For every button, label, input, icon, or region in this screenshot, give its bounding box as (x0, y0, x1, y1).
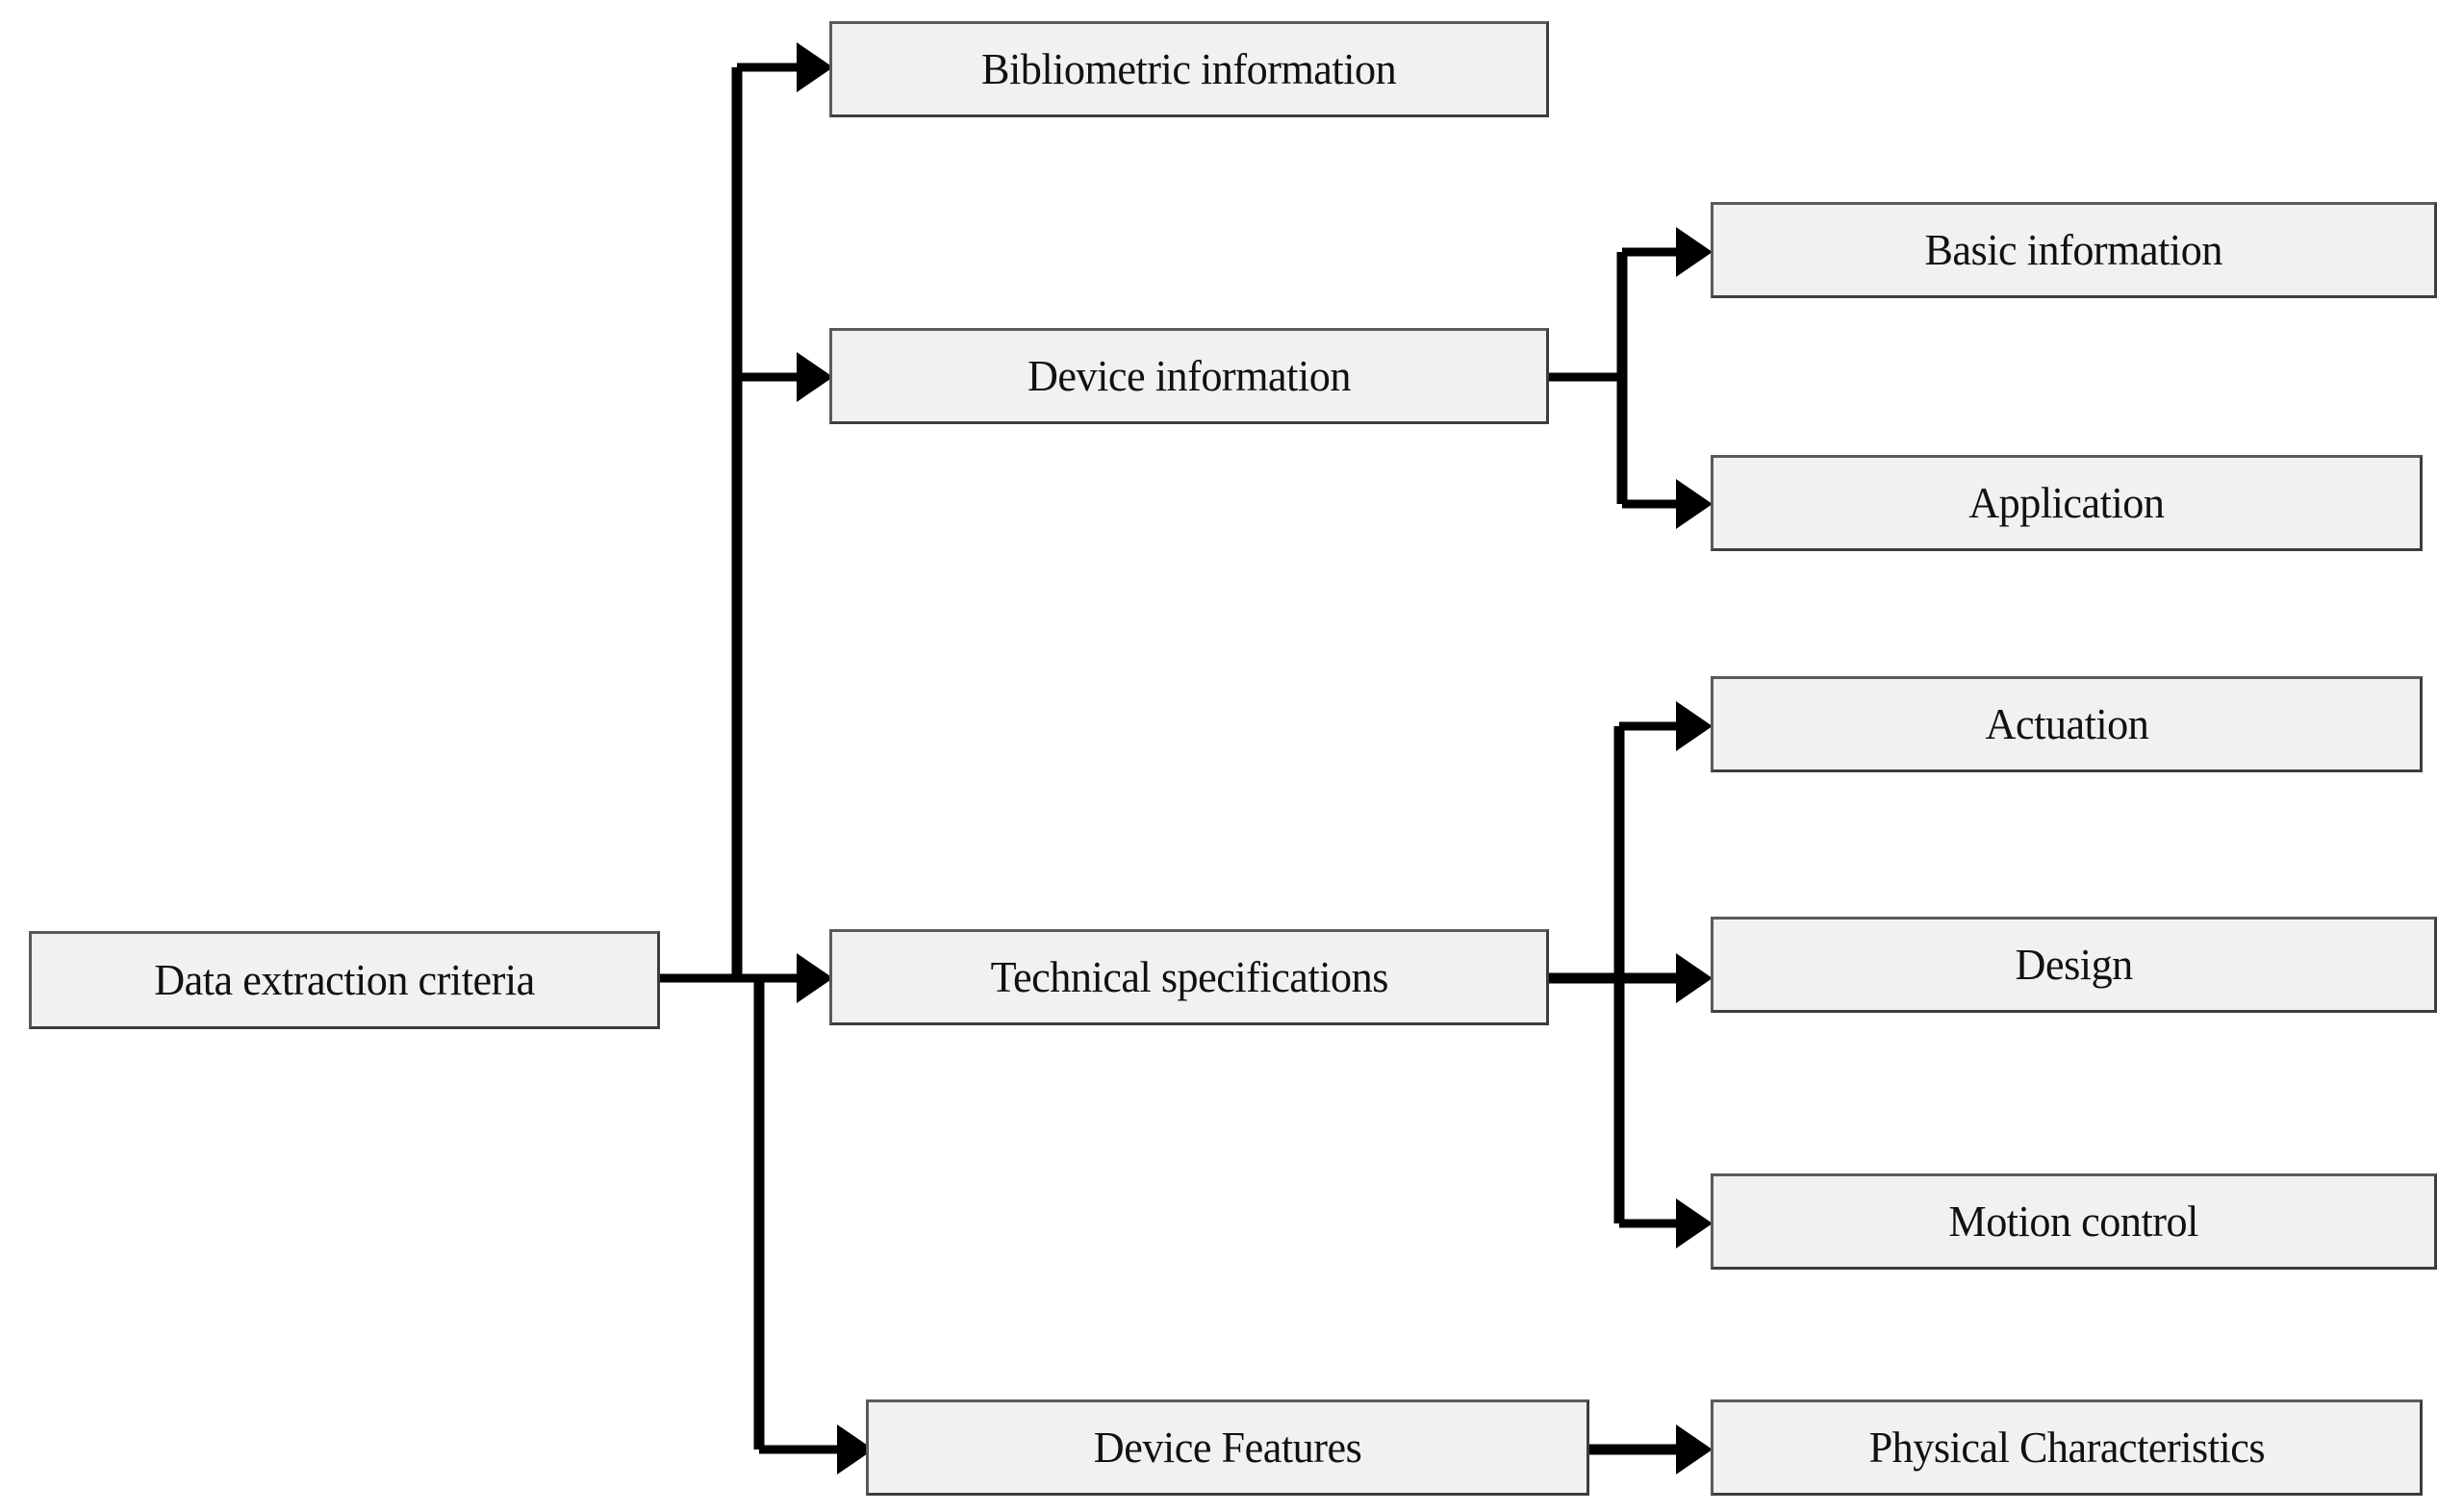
node-actuation[interactable]: Actuation (1711, 676, 2423, 772)
node-data-extraction-criteria[interactable]: Data extraction criteria (29, 931, 660, 1029)
node-physical-characteristics[interactable]: Physical Characteristics (1711, 1399, 2423, 1496)
node-label-design: Design (2015, 939, 2133, 989)
node-label-device-features: Device Features (1093, 1422, 1362, 1472)
node-design[interactable]: Design (1711, 917, 2437, 1013)
node-label-application: Application (1968, 477, 2165, 527)
node-label-motion-control: Motion control (1948, 1196, 2199, 1246)
arrowhead-motion-control (1676, 1198, 1713, 1248)
node-label-basic-information: Basic information (1924, 224, 2223, 274)
node-label-device-information: Device information (1028, 350, 1351, 400)
node-basic-information[interactable]: Basic information (1711, 202, 2437, 298)
node-label-bibliometric-information: Bibliometric information (981, 43, 1397, 93)
node-device-information[interactable]: Device information (829, 328, 1549, 424)
arrowhead-application (1676, 479, 1713, 529)
arrowhead-actuation (1676, 701, 1713, 751)
arrowhead-basic-information (1676, 227, 1713, 277)
node-label-physical-characteristics: Physical Characteristics (1868, 1422, 2265, 1472)
node-label-actuation: Actuation (1985, 698, 2148, 748)
node-label-data-extraction-criteria: Data extraction criteria (154, 954, 535, 1004)
node-application[interactable]: Application (1711, 455, 2423, 551)
node-label-technical-specifications: Technical specifications (990, 951, 1388, 1001)
node-motion-control[interactable]: Motion control (1711, 1173, 2437, 1270)
node-device-features[interactable]: Device Features (866, 1399, 1589, 1496)
arrowhead-device-information (797, 352, 833, 402)
arrowhead-design (1676, 953, 1713, 1003)
node-bibliometric-information[interactable]: Bibliometric information (829, 21, 1549, 117)
node-technical-specifications[interactable]: Technical specifications (829, 929, 1549, 1025)
arrowhead-physical-characteristics (1676, 1424, 1713, 1474)
arrowhead-bibliometric-information (797, 42, 833, 92)
arrowhead-technical-specifications (797, 953, 833, 1003)
